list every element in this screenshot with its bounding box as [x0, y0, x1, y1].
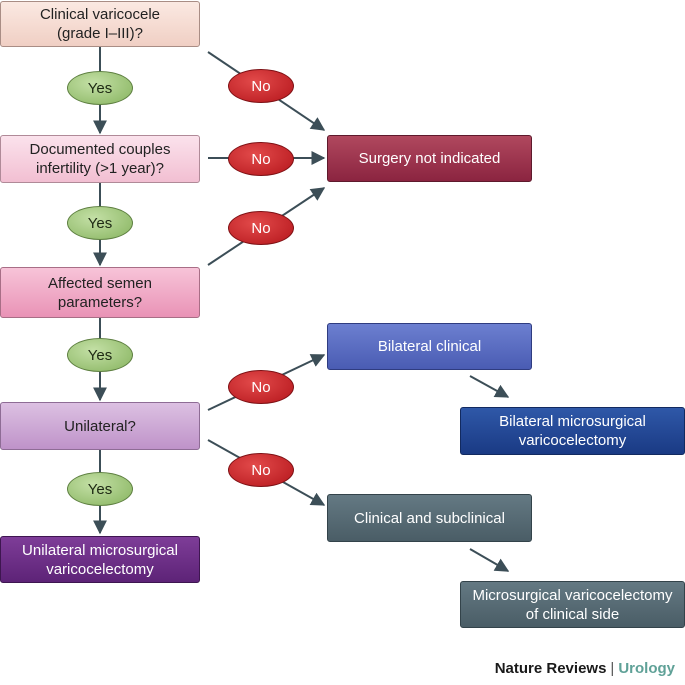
result-surgery-not-indicated: Surgery not indicated: [327, 135, 532, 182]
no-badge-semen: No: [228, 211, 294, 245]
question-couples-infertility: Documented couples infertility (>1 year)…: [0, 135, 200, 183]
arrow-bilateral-to-micro: [469, 375, 510, 398]
credit-section: Urology: [618, 660, 675, 677]
question-unilateral: Unilateral?: [0, 402, 200, 450]
credit-journal: Nature Reviews: [494, 660, 607, 677]
no-badge-infertility: No: [228, 142, 294, 176]
journal-credit: Nature Reviews|Urology: [495, 660, 675, 677]
result-bilateral-clinical: Bilateral clinical: [327, 323, 532, 370]
question-clinical-varicocele: Clinical varicocele (grade I–III)?: [0, 1, 200, 47]
no-badge-varicocele: No: [228, 69, 294, 103]
yes-badge-varicocele: Yes: [67, 71, 133, 105]
question-semen-parameters: Affected semen parameters?: [0, 267, 200, 318]
result-bilateral-microsurgical-varicocelectomy: Bilateral microsurgical varicocelectomy: [460, 407, 685, 455]
result-clinical-and-subclinical: Clinical and subclinical: [327, 494, 532, 542]
arrow-clinical-to-micro: [469, 548, 510, 572]
yes-badge-semen: Yes: [67, 338, 133, 372]
no-badge-unilateral-bilateral: No: [228, 370, 294, 404]
result-microsurgical-varicocelectomy-clinical-side: Microsurgical varicocelectomy of clinica…: [460, 581, 685, 628]
no-badge-unilateral-clinical: No: [228, 453, 294, 487]
yes-badge-infertility: Yes: [67, 206, 133, 240]
result-unilateral-microsurgical-varicocelectomy: Unilateral microsurgical varicocelectomy: [0, 536, 200, 583]
credit-separator: |: [610, 660, 615, 677]
yes-badge-unilateral: Yes: [67, 472, 133, 506]
